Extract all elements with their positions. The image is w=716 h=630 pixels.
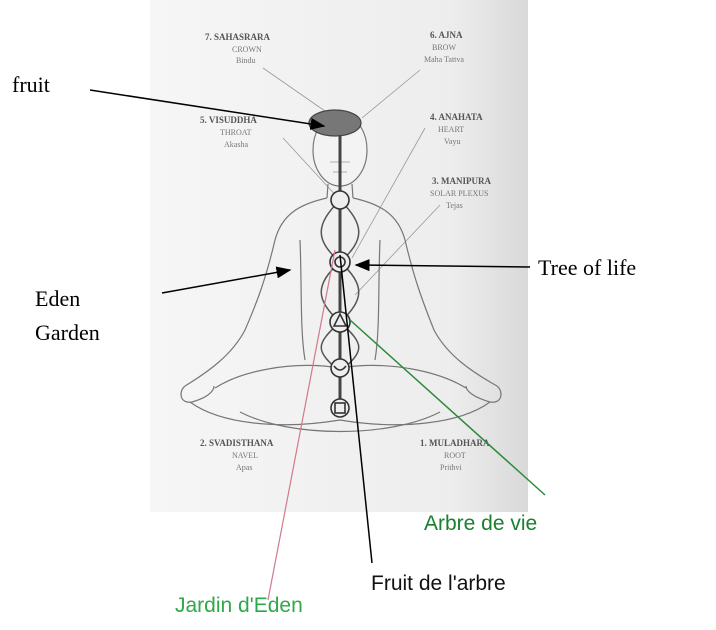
fruit-label: fruit: [12, 72, 50, 97]
chakra-1-title: 1. MULADHARA: [420, 438, 490, 448]
fruit-de-larbre-label: Fruit de l'arbre: [371, 572, 506, 595]
chakra-7-name: CROWN: [232, 45, 262, 54]
chakra-3-title: 3. MANIPURA: [432, 176, 491, 186]
chakra-5-title: 5. VISUDDHA: [200, 115, 257, 125]
chakra-1-element: Prithvi: [440, 463, 463, 472]
chakra-4-name: HEART: [438, 125, 464, 134]
chakra-3-name: SOLAR PLEXUS: [430, 189, 488, 198]
eden-label-line1: Eden: [35, 286, 80, 311]
arbre-de-vie-label: Arbre de vie: [424, 512, 537, 535]
tree-of-life-label: Tree of life: [538, 255, 636, 280]
jardin-deden-label: Jardin d'Eden: [175, 594, 303, 617]
chakra-6-element: Maha Tattva: [424, 55, 464, 64]
chakra-6-name: BROW: [432, 43, 456, 52]
chakra-2-name: NAVEL: [232, 451, 258, 460]
chakra-4-element: Vayu: [444, 137, 460, 146]
chakra-5-name: THROAT: [220, 128, 252, 137]
eden-garden-arrow: [162, 270, 290, 293]
chakra-7-element: Bindu: [236, 56, 256, 65]
chakra-4-title: 4. ANAHATA: [430, 112, 483, 122]
chakra-2-element: Apas: [236, 463, 252, 472]
chakra-3-element: Tejas: [446, 201, 463, 210]
chakra-5-element: Akasha: [224, 140, 248, 149]
chakra-1-name: ROOT: [444, 451, 466, 460]
chakra-7-title: 7. SAHASRARA: [205, 32, 271, 42]
chakra-6-title: 6. AJNA: [430, 30, 463, 40]
chakra-2-title: 2. SVADISTHANA: [200, 438, 274, 448]
eden-label-line2: Garden: [35, 320, 100, 345]
